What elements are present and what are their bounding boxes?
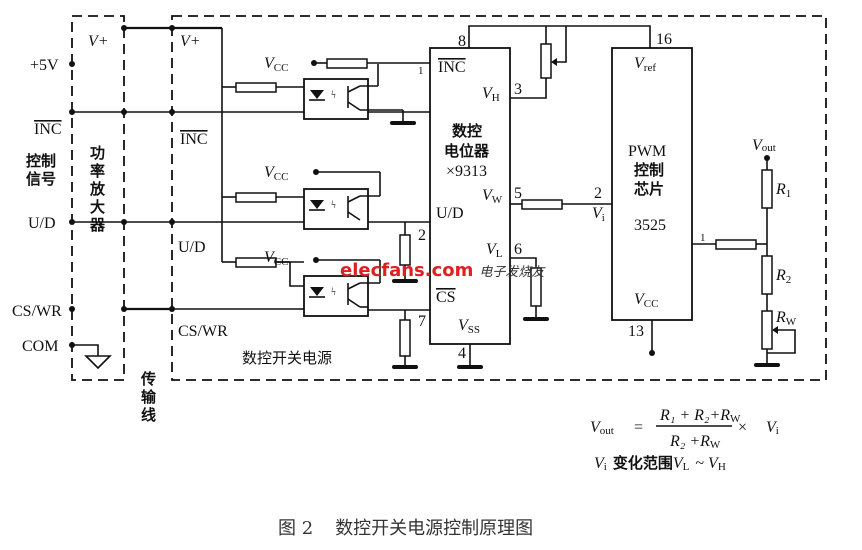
pin-num-5: 5: [514, 185, 522, 202]
formula-denominator: R₂ +RW: [669, 433, 721, 451]
pin-num-1: 1: [418, 65, 424, 77]
svg-text:ϟ: ϟ: [331, 286, 336, 298]
pot-title-1: 数控: [452, 122, 482, 140]
label-control-signal-2: 信号: [26, 170, 56, 188]
vcc-label-1: VCC: [264, 55, 288, 74]
pin-num-4: 4: [458, 345, 466, 362]
inc-line: [69, 109, 430, 115]
label-vout: Vout: [752, 137, 776, 154]
label-r2: R2: [775, 267, 791, 286]
pwm-title-2: 控制: [634, 161, 664, 179]
pin-label-vref: Vref: [634, 55, 656, 74]
control-signal-boundary: [71, 15, 125, 381]
label-com: COM: [22, 338, 58, 355]
tl-char-2: 输: [141, 388, 157, 406]
pin-num-7: 7: [418, 313, 426, 330]
pot-title-3: ×9313: [446, 163, 487, 180]
plus5v-terminal: [69, 61, 75, 67]
pwm-title-1: PWM: [628, 143, 666, 160]
vcc-label-3: VCC: [264, 249, 288, 268]
pin-label-vcc-pwm: VCC: [634, 291, 658, 310]
optocoupler-cs: ϟ: [222, 257, 430, 317]
pwm-title-3: 芯片: [634, 180, 664, 198]
output-divider: [692, 155, 796, 367]
com-terminal: [69, 342, 112, 370]
label-ud-left: U/D: [28, 215, 56, 232]
label-cs-wr-psu: CS/WR: [178, 323, 228, 340]
optocoupler-inc: ϟ: [222, 64, 416, 125]
formula-eq: =: [634, 419, 643, 436]
formula-vi: Vi: [766, 419, 779, 437]
pwm-chip: [611, 47, 693, 356]
tl-char-3: 线: [141, 406, 156, 424]
formula-times: ×: [738, 419, 747, 436]
cs-pulldown: [392, 310, 418, 369]
formula-numerator: R₁ + R₂+RW: [659, 407, 741, 425]
pin-label-ud: U/D: [436, 205, 464, 222]
label-r1: R1: [775, 181, 791, 200]
amp-char-3: 放: [89, 180, 106, 198]
power-supply-boundary: [171, 15, 827, 381]
inc-pullup: [311, 58, 430, 69]
vplus-line: [121, 25, 223, 262]
pin-label-vss: VSS: [458, 317, 480, 336]
pin-num-6: 6: [514, 241, 522, 258]
label-inc-psu: INC: [180, 131, 208, 148]
vl-pulldown: [510, 257, 549, 321]
amp-char-1: 功: [90, 144, 105, 162]
pin-label-cs: CS: [436, 289, 456, 306]
label-plus5v: +5V: [30, 57, 59, 74]
svg-text:ϟ: ϟ: [331, 199, 336, 211]
formula-lhs: Vout: [590, 419, 614, 437]
pin-num-13: 13: [628, 323, 644, 340]
label-cs-wr-left: CS/WR: [12, 303, 62, 320]
label-rw: RW: [775, 309, 797, 328]
pin-num-3: 3: [514, 81, 522, 98]
amp-char-2: 率: [90, 162, 105, 180]
pin-label-vi: Vi: [592, 205, 605, 224]
vcc-label-2: VCC: [264, 164, 288, 183]
label-ud-psu: U/D: [178, 239, 206, 256]
optocoupler-ud: ϟ: [222, 169, 381, 230]
pwm-model: 3525: [634, 217, 666, 234]
tl-char-1: 传: [140, 370, 156, 388]
pin-num-8: 8: [458, 33, 466, 50]
pin-num-pwm-1: 1: [700, 232, 706, 244]
label-vplus-amp: V+: [88, 33, 109, 50]
pin-label-vl: VL: [486, 241, 503, 260]
cs-wr-line: [69, 306, 300, 312]
pin-num-pwm-2: 2: [594, 185, 602, 202]
pin-num-16: 16: [656, 31, 672, 48]
label-inc-left: INC: [34, 121, 62, 138]
pin-label-vw: VW: [482, 187, 503, 206]
label-psu-block: 数控开关电源: [242, 349, 332, 367]
pot-title-2: 电位器: [444, 142, 490, 160]
vref-bus: [468, 25, 651, 99]
amp-char-5: 器: [89, 216, 106, 234]
label-control-signal-1: 控制: [26, 152, 56, 170]
pin-label-inc: INC: [438, 59, 466, 76]
amp-char-4: 大: [90, 198, 105, 216]
label-vplus-psu: V+: [180, 33, 201, 50]
ud-pulldown: [392, 222, 418, 283]
vw-to-vi: [510, 199, 612, 210]
ud-line: [69, 219, 430, 225]
pin-num-2: 2: [418, 227, 426, 244]
pin-label-vh: VH: [482, 85, 500, 104]
potentiometer-chip: [429, 47, 511, 369]
svg-text:ϟ: ϟ: [331, 89, 336, 101]
